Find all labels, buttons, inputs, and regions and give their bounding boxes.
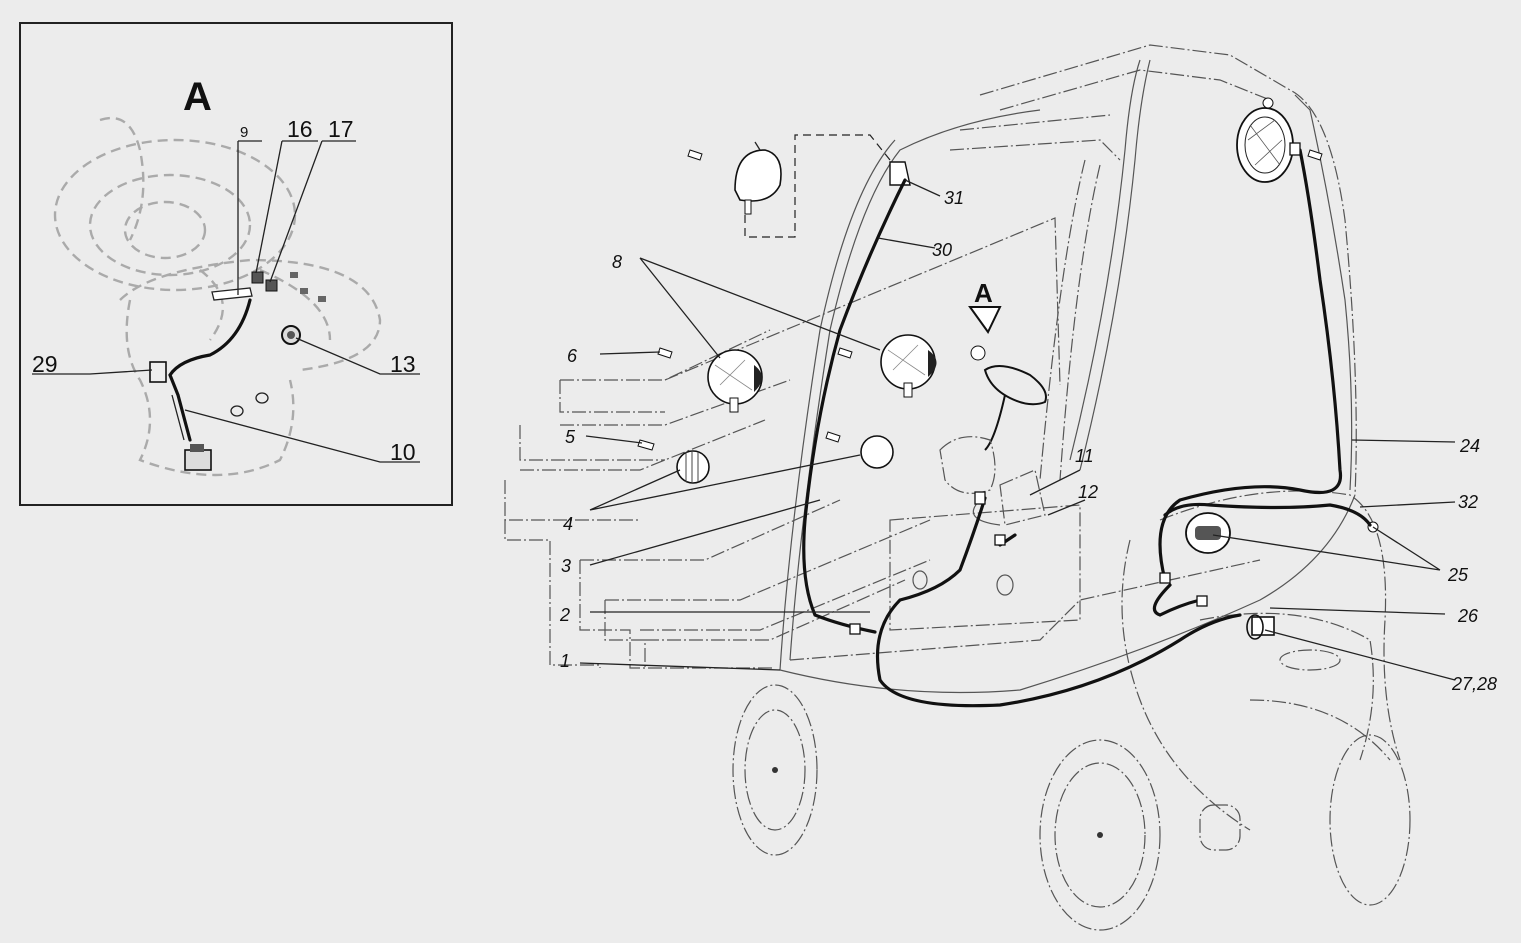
label-32: 32 xyxy=(1458,492,1478,512)
mount-hole xyxy=(230,405,244,417)
label-2: 2 xyxy=(559,605,570,625)
inset-view-letter: A xyxy=(183,75,212,119)
inset-view-a: A 9 16 17 29 13 10 xyxy=(19,22,453,506)
switch-16 xyxy=(251,271,264,284)
switch-lever-9 xyxy=(211,287,253,301)
beacon-lamp xyxy=(734,141,911,215)
turn-lamp-right xyxy=(860,435,894,469)
label-27-28: 27,28 xyxy=(1451,674,1497,694)
rear-wheel xyxy=(1039,734,1411,931)
cab-frame xyxy=(779,44,1357,671)
inset-frame xyxy=(19,22,453,506)
plug-body xyxy=(190,444,204,452)
panel-element xyxy=(318,296,326,302)
label-4: 4 xyxy=(563,514,573,534)
steering-column-outline xyxy=(53,116,382,477)
turn-lamp-left xyxy=(676,450,710,484)
beacon-dashed-link xyxy=(744,134,891,238)
fork-carriage xyxy=(504,217,1061,669)
label-6: 6 xyxy=(567,346,578,366)
headlamp-right xyxy=(880,334,937,398)
rear-work-lamp xyxy=(1236,97,1294,183)
view-marker-letter: A xyxy=(974,278,993,308)
label-26: 26 xyxy=(1457,606,1479,626)
switch-17 xyxy=(265,279,278,292)
leader-17 xyxy=(269,140,356,283)
rear-lamp-25 xyxy=(1185,512,1379,554)
steering-wheel xyxy=(939,345,1047,526)
label-9: 9 xyxy=(240,124,248,141)
main-wire-harness xyxy=(802,142,1372,708)
panel-element xyxy=(300,288,308,294)
label-1: 1 xyxy=(560,651,570,671)
button-13-center xyxy=(287,331,295,339)
label-13: 13 xyxy=(390,351,416,377)
harness-10-edge xyxy=(171,394,185,441)
label-16: 16 xyxy=(287,116,313,142)
mount-hole xyxy=(255,392,269,404)
leader-13 xyxy=(295,337,420,375)
leader-10 xyxy=(184,409,420,463)
label-17: 17 xyxy=(328,116,354,142)
connector-29 xyxy=(149,361,167,383)
label-11: 11 xyxy=(1075,446,1094,466)
label-29: 29 xyxy=(32,351,58,377)
rear-connector xyxy=(1246,614,1275,640)
view-marker-a: A xyxy=(968,278,1002,334)
panel-element xyxy=(290,272,298,278)
label-8: 8 xyxy=(612,252,622,272)
leader-9 xyxy=(237,140,262,295)
plug-connector xyxy=(184,449,212,471)
label-24: 24 xyxy=(1459,436,1480,456)
label-31: 31 xyxy=(944,188,964,208)
leader-16 xyxy=(255,140,318,274)
forklift-body xyxy=(779,490,1401,831)
label-12: 12 xyxy=(1078,482,1098,502)
leader-lines xyxy=(579,179,1456,681)
forklift-view: A xyxy=(504,44,1497,931)
leader-29 xyxy=(32,369,153,375)
label-30: 30 xyxy=(932,240,952,260)
harness-10 xyxy=(168,298,252,442)
label-3: 3 xyxy=(561,556,571,576)
label-5: 5 xyxy=(565,427,576,447)
front-wheel xyxy=(732,684,818,856)
label-10: 10 xyxy=(390,439,416,465)
headlamp-left xyxy=(707,349,763,413)
label-25: 25 xyxy=(1447,565,1469,585)
